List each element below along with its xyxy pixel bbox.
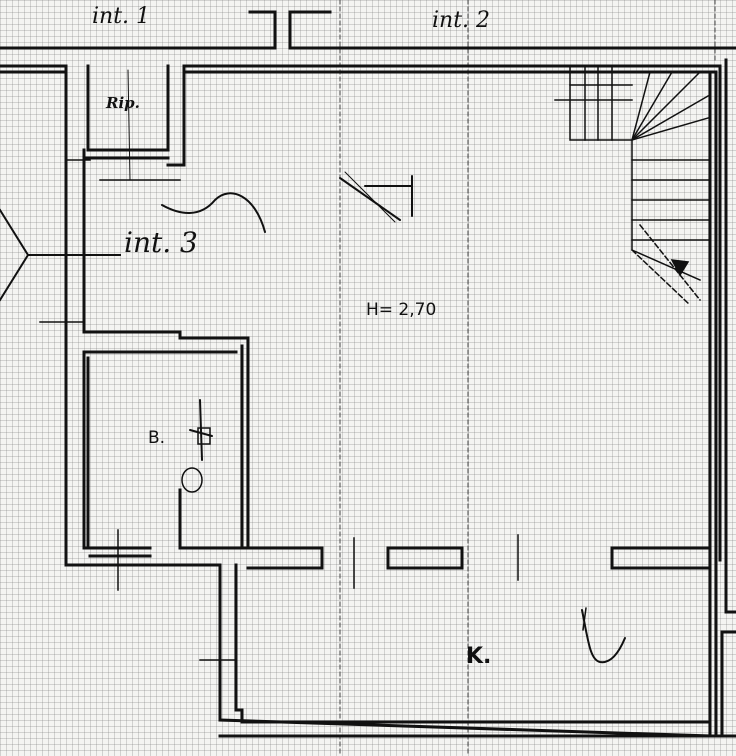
label-unit-1: int. 1 bbox=[92, 4, 151, 29]
walls bbox=[0, 10, 736, 738]
label-unit-3: int. 3 bbox=[124, 226, 198, 259]
label-storage: Rip. bbox=[106, 94, 140, 112]
label-bathroom: B. bbox=[148, 428, 166, 448]
label-unit-2: int. 2 bbox=[432, 8, 491, 33]
label-ceiling-height: H= 2,70 bbox=[366, 300, 437, 320]
sketch-strokes bbox=[127, 69, 626, 664]
reference-lines bbox=[339, 0, 716, 756]
window-marks bbox=[39, 159, 519, 661]
staircase bbox=[554, 65, 710, 307]
label-kitchen: K. bbox=[466, 644, 492, 669]
bay-window bbox=[0, 208, 121, 302]
bathroom-fixtures bbox=[181, 427, 211, 493]
